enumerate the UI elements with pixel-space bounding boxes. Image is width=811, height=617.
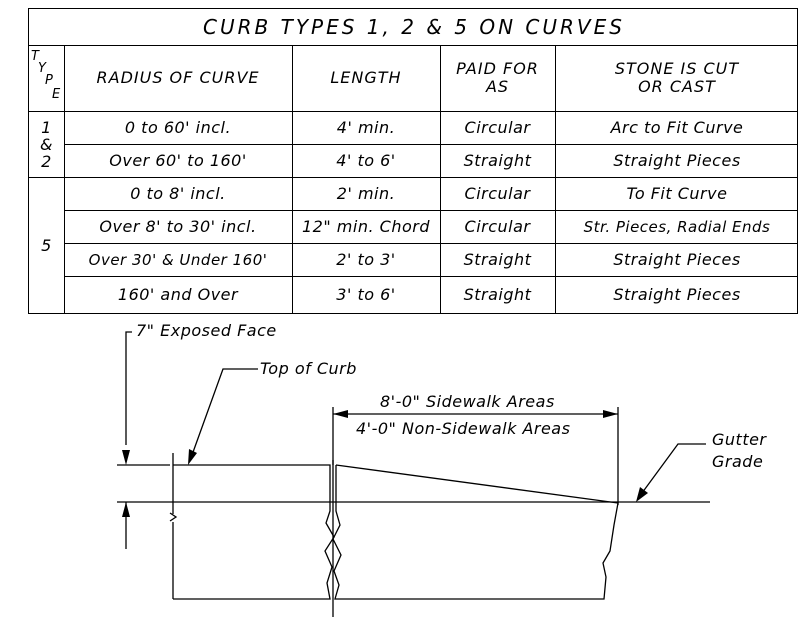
radius-cell: 0 to 8' incl.: [130, 183, 226, 203]
stone-cell: Str. Pieces, Radial Ends: [583, 217, 771, 236]
paid-cell: Straight: [463, 284, 532, 304]
radius-cell: 0 to 60' incl.: [124, 117, 232, 137]
curb-section-drawing: [117, 331, 710, 617]
header-stone-line: STONE IS CUT: [614, 59, 740, 78]
gutter-label: Gutter: [712, 430, 767, 449]
type-line: &: [40, 134, 53, 154]
type-line: 1: [41, 117, 52, 137]
header-type-letter: T: [31, 49, 40, 64]
gutter-arrow: [636, 487, 648, 502]
row-divider: [29, 45, 797, 46]
row-divider: [64, 276, 797, 277]
length-cell: 4' min.: [336, 117, 396, 137]
stone-cell: To Fit Curve: [626, 183, 728, 203]
header-stone-cut-or-cast: STONE IS CUT OR CAST: [555, 45, 799, 111]
break-mark: [169, 512, 178, 522]
header-type-letter: P: [45, 73, 54, 88]
length-cell: 2' min.: [336, 183, 396, 203]
column-divider: [440, 45, 441, 313]
column-divider: [64, 45, 65, 313]
width-arrow-right: [603, 410, 618, 418]
header-type: T Y P E: [29, 45, 64, 111]
row-divider: [64, 210, 797, 211]
curb-section-diagram: 7" Exposed Face Top of Curb 8'-0" Sidewa…: [0, 315, 811, 617]
header-paid-line: PAID FOR: [456, 59, 539, 78]
top-of-curb-label: Top of Curb: [260, 359, 357, 378]
row-divider: [64, 144, 797, 145]
header-stone-line: OR CAST: [638, 77, 716, 96]
radius-cell: 160' and Over: [117, 284, 239, 304]
length-cell: 4' to 6': [336, 150, 396, 170]
header-radius: RADIUS OF CURVE: [96, 68, 260, 87]
top-of-curb-arrow: [188, 449, 197, 465]
header-type-letter: E: [52, 87, 61, 102]
curb-block-right: [332, 464, 619, 600]
paid-cell: Circular: [464, 117, 531, 137]
type-cell-1-2: 1 & 2: [29, 111, 64, 177]
curb-block-left: [173, 464, 335, 600]
stone-cell: Straight Pieces: [613, 249, 741, 269]
radius-cell: Over 60' to 160': [109, 150, 247, 170]
type-line: 2: [41, 151, 52, 171]
paid-cell: Straight: [463, 249, 532, 269]
group-divider: [29, 177, 797, 178]
header-paid-for-as: PAID FOR AS: [440, 45, 555, 111]
paid-cell: Circular: [464, 216, 531, 236]
top-of-curb-leader: [191, 368, 258, 456]
curb-types-table: CURB TYPES 1, 2 & 5 ON CURVES T Y P E RA…: [28, 8, 798, 314]
stone-cell: Arc to Fit Curve: [610, 117, 744, 137]
non-sidewalk-areas-label: 4'-0" Non-Sidewalk Areas: [356, 419, 571, 438]
table-title: CURB TYPES 1, 2 & 5 ON CURVES: [203, 15, 625, 39]
exposed-face-label: 7" Exposed Face: [136, 321, 277, 340]
length-cell: 3' to 6': [336, 284, 396, 304]
type-cell-5: 5: [41, 236, 52, 255]
grade-label: Grade: [712, 452, 764, 471]
exposed-face-leader: [125, 331, 132, 445]
stone-cell: Straight Pieces: [613, 150, 741, 170]
header-type-letter: Y: [38, 61, 47, 76]
exposed-face-arrow-up: [122, 502, 130, 517]
radius-cell: Over 8' to 30' incl.: [99, 216, 257, 236]
column-divider: [292, 45, 293, 313]
header-length: LENGTH: [330, 68, 402, 87]
width-arrow-left: [333, 410, 348, 418]
paid-cell: Straight: [463, 150, 532, 170]
paid-cell: Circular: [464, 183, 531, 203]
header-paid-line: AS: [485, 77, 510, 96]
exposed-face-arrow-down: [122, 450, 130, 465]
header-divider: [29, 111, 797, 112]
length-cell: 12" min. Chord: [302, 216, 430, 236]
length-cell: 2' to 3': [336, 249, 396, 269]
gutter-leader: [641, 443, 706, 494]
row-divider: [64, 243, 797, 244]
stone-cell: Straight Pieces: [613, 284, 741, 304]
column-divider: [555, 45, 556, 313]
sidewalk-areas-label: 8'-0" Sidewalk Areas: [380, 392, 555, 411]
radius-cell: Over 30' & Under 160': [88, 250, 268, 269]
